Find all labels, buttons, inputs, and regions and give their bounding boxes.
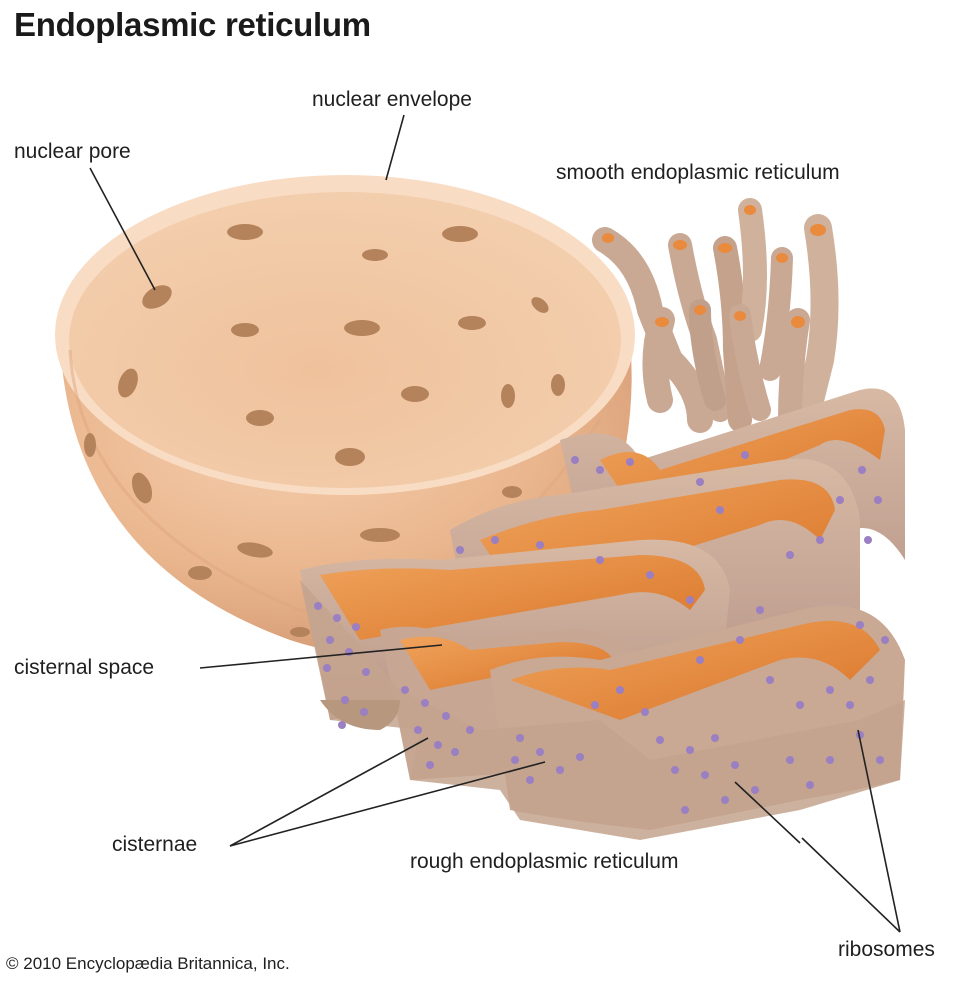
label-smooth-er: smooth endoplasmic reticulum <box>556 161 840 184</box>
label-cisternae: cisternae <box>112 833 198 856</box>
label-rough-er: rough endoplasmic reticulum <box>410 850 679 873</box>
label-cisternal-space: cisternal space <box>14 656 155 679</box>
rough-er <box>300 388 905 840</box>
leader-ribosomes-2 <box>801 837 901 933</box>
leader-cisternae-2 <box>229 761 546 847</box>
diagram-title: Endoplasmic reticulum <box>14 6 371 43</box>
leader-nuclear-pore <box>89 167 156 291</box>
label-nuclear-envelope: nuclear envelope <box>312 88 472 111</box>
nuclear-pores <box>84 224 565 637</box>
label-nuclear-pore: nuclear pore <box>14 140 131 163</box>
leader-lines <box>89 114 901 933</box>
leader-nuclear-envelope <box>385 114 405 181</box>
ribosomes <box>314 451 889 814</box>
leader-cisternal-space <box>199 644 443 669</box>
leader-rough-er <box>734 781 801 844</box>
smooth-er-tubules <box>592 198 839 434</box>
leader-cisternae-1 <box>229 737 429 847</box>
leader-ribosomes-1 <box>857 729 901 933</box>
label-ribosomes: ribosomes <box>838 938 935 961</box>
copyright-credit: © 2010 Encyclopædia Britannica, Inc. <box>6 954 290 973</box>
